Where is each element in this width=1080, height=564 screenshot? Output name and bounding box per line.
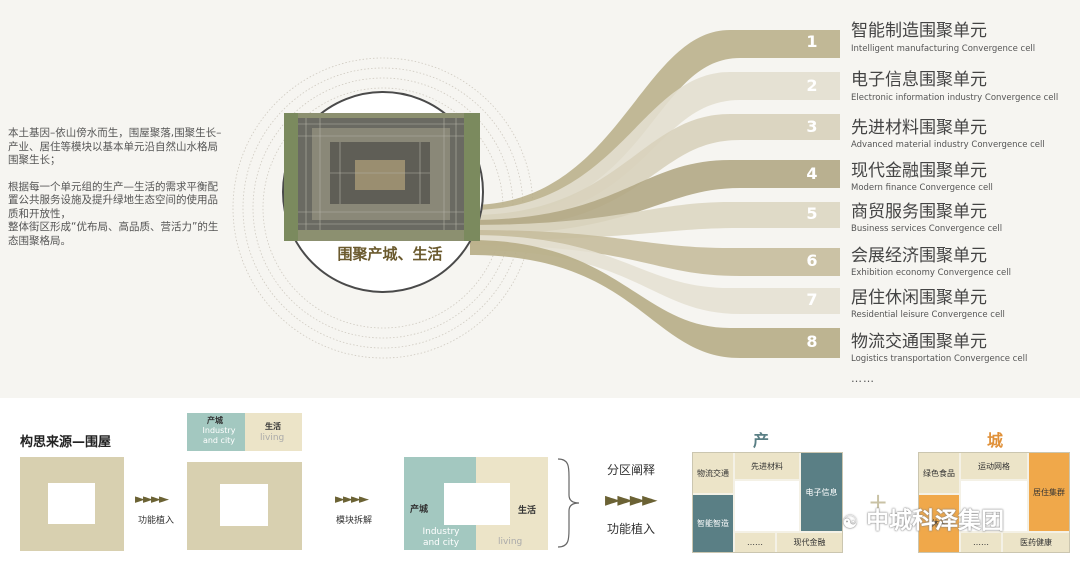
step-3a-label: 分区阐释 (607, 461, 655, 478)
cell-7-subtitle: Residential leisure Convergence cell (851, 310, 1005, 320)
cell-8-title: 物流交通围聚单元 (851, 327, 987, 352)
cell-1-title: 智能制造围聚单元 (851, 16, 987, 41)
chan-cell-1: 物流交通 (693, 453, 733, 493)
cell-number-4: 4 (797, 164, 827, 183)
industry-tag-zh: 产城 (207, 415, 223, 426)
cell-number-1: 1 (797, 32, 827, 51)
module-courtyard (220, 484, 268, 526)
watermark: ☯ 中城科泽集团 (842, 501, 1004, 535)
industry-tag: 产城 Industry and city (187, 413, 245, 451)
weiwu-courtyard (48, 483, 95, 524)
industry-tag-en: Industry and city (197, 426, 241, 446)
cell-number-7: 7 (797, 290, 827, 309)
industry-zone-en: Industry and city (418, 527, 464, 549)
bottom-title: 构思来源—围屋 (20, 431, 111, 450)
chan-cell-3: 电子信息 (801, 453, 842, 531)
cell-number-5: 5 (797, 204, 827, 223)
cell-number-6: 6 (797, 251, 827, 270)
living-tag-en: living (260, 433, 284, 443)
more-cells: …… (851, 372, 875, 385)
cell-4-title: 现代金融围聚单元 (851, 156, 987, 181)
cheng-cell-3: 居住集群 (1029, 453, 1069, 531)
living-tag: 生活 living (245, 413, 302, 451)
cell-1-subtitle: Intelligent manufacturing Convergence ce… (851, 44, 1035, 54)
weiwu-block (20, 457, 124, 551)
brace-icon (555, 457, 585, 549)
cell-3-title: 先进材料围聚单元 (851, 113, 987, 138)
living-zone-en: living (498, 537, 522, 547)
cell-5-subtitle: Business services Convergence cell (851, 224, 1002, 234)
cell-5-title: 商贸服务围聚单元 (851, 197, 987, 222)
cell-number-2: 2 (797, 76, 827, 95)
cell-2-subtitle: Electronic information industry Converge… (851, 93, 1058, 103)
cell-number-3: 3 (797, 117, 827, 136)
cell-4-subtitle: Modern finance Convergence cell (851, 183, 993, 193)
flow-bands (470, 30, 840, 358)
cell-6-title: 会展经济围聚单元 (851, 241, 987, 266)
arrow-3-icon: ►►►► (605, 487, 655, 511)
hub-caption: 围聚产城、生活 (300, 243, 480, 264)
arrow-1-icon: ►►►► (135, 492, 167, 507)
chan-cell-2: 先进材料 (735, 453, 799, 479)
cell-3-subtitle: Advanced material industry Convergence c… (851, 140, 1045, 150)
arrow-2-icon: ►►►► (335, 492, 367, 507)
cell-7-title: 居住休闲围聚单元 (851, 283, 987, 308)
wechat-icon: ☯ (842, 512, 858, 533)
cheng-cell-1: 绿色食品 (919, 453, 959, 493)
chan-cell-4: 智能智造 (693, 495, 733, 552)
cell-8-subtitle: Logistics transportation Convergence cel… (851, 354, 1027, 364)
chan-grid: 物流交通 先进材料 电子信息 智能智造 …… 现代金融 (692, 452, 843, 553)
split-courtyard (444, 483, 510, 525)
cell-number-8: 8 (797, 332, 827, 351)
module-block (187, 462, 302, 550)
step-1-label: 功能植入 (138, 513, 174, 526)
step-3b-label: 功能植入 (607, 520, 655, 537)
industry-zone-zh: 产城 (410, 502, 428, 515)
step-2-label: 模块拆解 (336, 513, 372, 526)
living-tag-zh: 生活 (265, 421, 281, 432)
cheng-cell-2: 运动网格 (961, 453, 1027, 479)
cheng-heading: 城 (975, 427, 1015, 451)
cheng-cell-5: …… (961, 533, 1001, 552)
settlement-photo (284, 113, 480, 241)
cell-2-title: 电子信息围聚单元 (851, 65, 987, 90)
chan-heading: 产 (741, 427, 781, 451)
cheng-cell-6: 医药健康 (1003, 533, 1069, 552)
watermark-text: 中城科泽集团 (866, 508, 1004, 534)
chan-cell-6: 现代金融 (777, 533, 842, 552)
cell-6-subtitle: Exhibition economy Convergence cell (851, 268, 1011, 278)
chan-courtyard (735, 481, 799, 531)
living-zone-zh: 生活 (518, 503, 536, 516)
chan-cell-5: …… (735, 533, 775, 552)
